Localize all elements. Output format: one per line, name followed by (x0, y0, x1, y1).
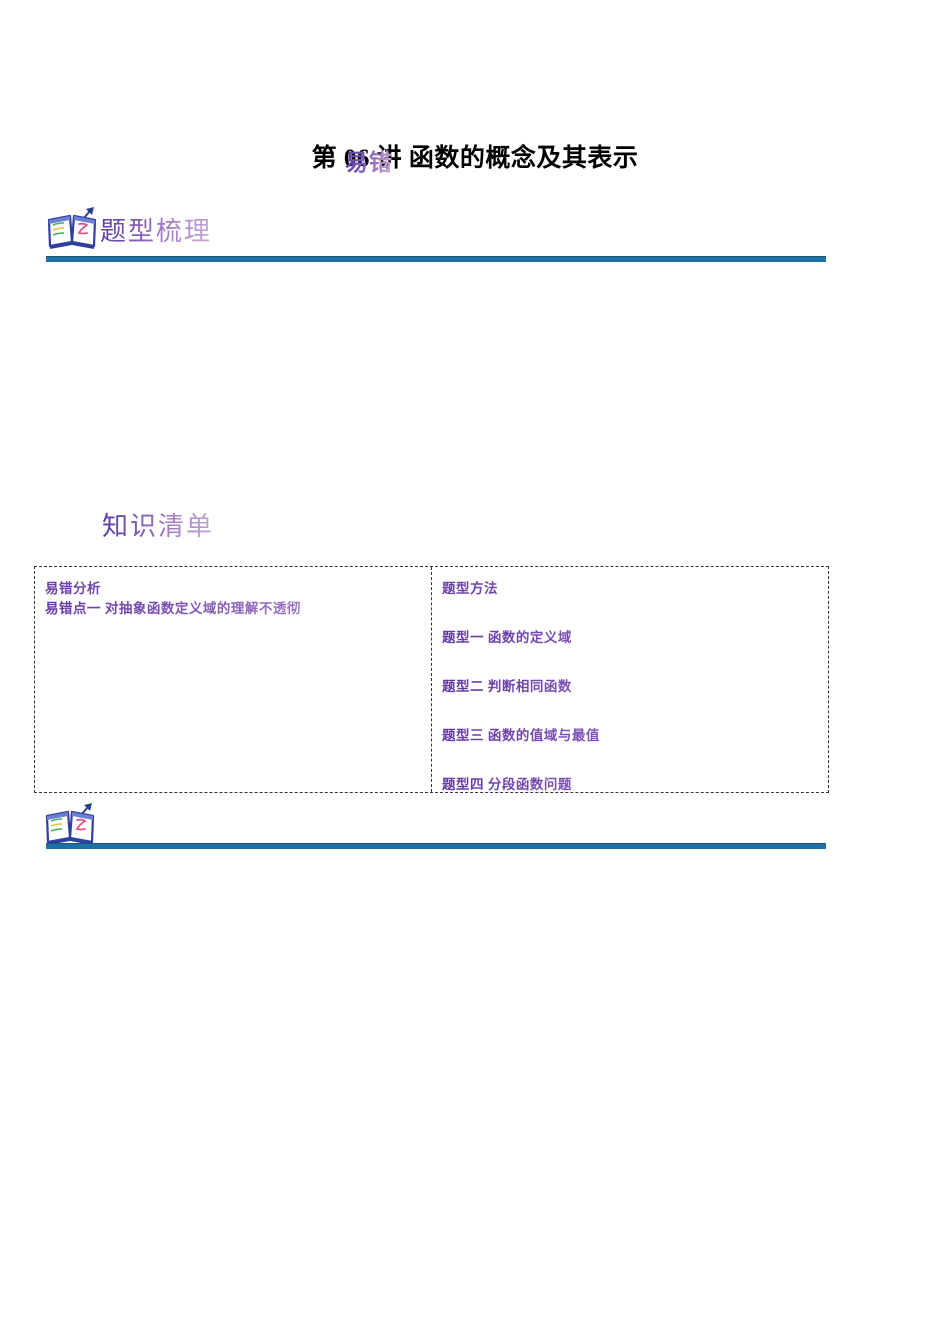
outline-table: 易错分析 易错点一 对抽象函数定义域的理解不透彻 题型方法 题型一 函数的定义域… (34, 566, 829, 793)
outline-cell-question-methods: 题型方法 题型一 函数的定义域 题型二 判断相同函数 题型三 函数的值域与最值 … (432, 567, 828, 792)
outline-cell-error-analysis: 易错分析 易错点一 对抽象函数定义域的理解不透彻 (35, 567, 432, 792)
footer-divider-rule (46, 843, 826, 849)
list-item: 题型一 函数的定义域 (442, 626, 828, 646)
section-heading-question-types: 题型梳理 (100, 211, 212, 248)
list-item: 题型四 分段函数问题 (442, 773, 828, 793)
list-item: 题型三 函数的值域与最值 (442, 724, 828, 744)
section-divider-rule (46, 256, 826, 262)
list-item: 易错点一 对抽象函数定义域的理解不透彻 (45, 597, 431, 617)
cell-header-question-methods: 题型方法 (442, 577, 828, 597)
open-book-with-pen-icon (44, 802, 98, 846)
cell-header-error-analysis: 易错分析 (45, 577, 431, 597)
open-book-with-pen-icon (46, 206, 100, 250)
section-heading-knowledge-list: 知识清单 (102, 506, 214, 543)
page-title: 第 06 讲 函数的概念及其表示 (311, 145, 639, 172)
list-item: 题型二 判断相同函数 (442, 675, 828, 695)
